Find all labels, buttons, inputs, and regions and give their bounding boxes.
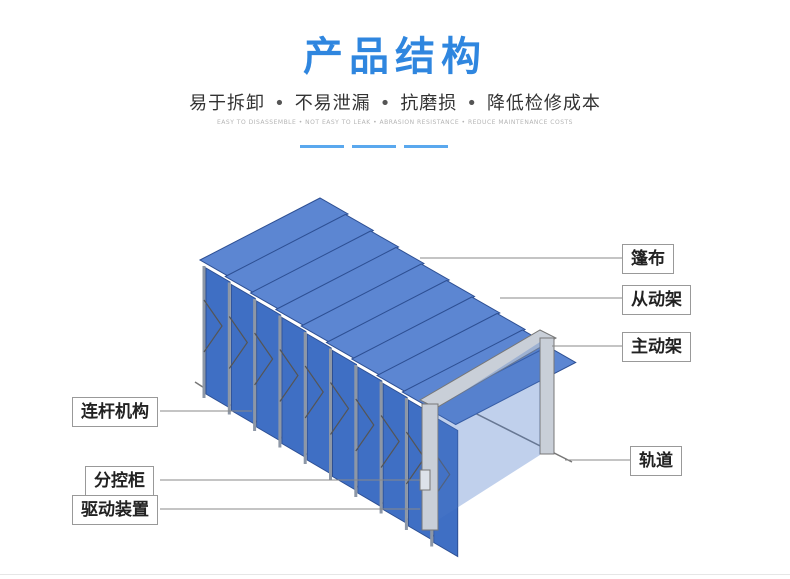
canopy-roof-strip xyxy=(426,345,577,426)
english-feature-line: EASY TO DISASSEMBLE • NOT EASY TO LEAK •… xyxy=(217,119,573,126)
control-cabinet-box xyxy=(419,469,431,491)
label-canvas: 篷布 xyxy=(622,244,674,274)
label-main-frame: 主动架 xyxy=(622,332,691,362)
decor-bar xyxy=(300,145,344,148)
linkage-bar xyxy=(279,349,299,402)
page-title: 产品结构 xyxy=(303,34,487,80)
linkage-bar xyxy=(203,299,223,353)
canopy-side-panel xyxy=(306,333,332,475)
canopy-side-panel xyxy=(256,300,282,442)
canopy-roof-strip xyxy=(376,312,527,393)
label-linkage: 连杆机构 xyxy=(72,397,158,427)
label-track: 轨道 xyxy=(630,446,682,476)
label-drive-device: 驱动装置 xyxy=(72,495,158,525)
canopy-side-panel xyxy=(230,283,256,426)
canopy-roof-strip xyxy=(325,279,476,360)
label-control-cabinet: 分控柜 xyxy=(85,466,154,496)
decorative-bars xyxy=(300,145,448,148)
linkage-bar xyxy=(228,316,249,369)
canopy-side-panel xyxy=(332,349,357,492)
portal-right-post xyxy=(539,337,555,455)
main-frame-portal xyxy=(418,329,558,531)
canopy-side-panel xyxy=(357,366,383,508)
feature-separator: • xyxy=(274,93,286,114)
interior-shade xyxy=(438,342,540,520)
bottom-divider xyxy=(0,574,790,575)
linkage-bar xyxy=(304,365,324,419)
feature-reduce-cost: 降低检修成本 xyxy=(486,93,601,114)
feature-no-leak: 不易泄漏 xyxy=(294,93,371,114)
linkage-bar xyxy=(355,398,375,452)
canopy-roof-strip xyxy=(350,296,501,376)
feature-easy-disassemble: 易于拆卸 xyxy=(189,93,266,114)
portal-left-post xyxy=(421,403,439,531)
canopy-side-panel xyxy=(382,382,408,525)
canopy-side-panel xyxy=(281,316,307,459)
label-driven-frame: 从动架 xyxy=(622,285,691,315)
feature-separator: • xyxy=(466,93,478,114)
linkage-bar xyxy=(380,415,400,468)
leader-lines xyxy=(160,257,630,510)
feature-line: 易于拆卸 • 不易泄漏 • 抗磨损 • 降低检修成本 xyxy=(0,89,790,115)
decor-bar xyxy=(352,145,396,148)
feature-abrasion: 抗磨损 xyxy=(400,93,458,114)
canopy-roof-strip xyxy=(274,246,425,327)
canopy-roof-strip xyxy=(224,213,375,294)
feature-separator: • xyxy=(379,93,392,114)
decor-bar xyxy=(404,145,448,148)
linkage-bar xyxy=(330,382,350,435)
canopy-roof-strip xyxy=(300,263,451,343)
canopy-roof-strip xyxy=(198,197,350,277)
linkage-bar xyxy=(254,332,274,386)
canopy-roof-strip xyxy=(249,230,400,310)
canopy-side-panel xyxy=(205,267,231,409)
